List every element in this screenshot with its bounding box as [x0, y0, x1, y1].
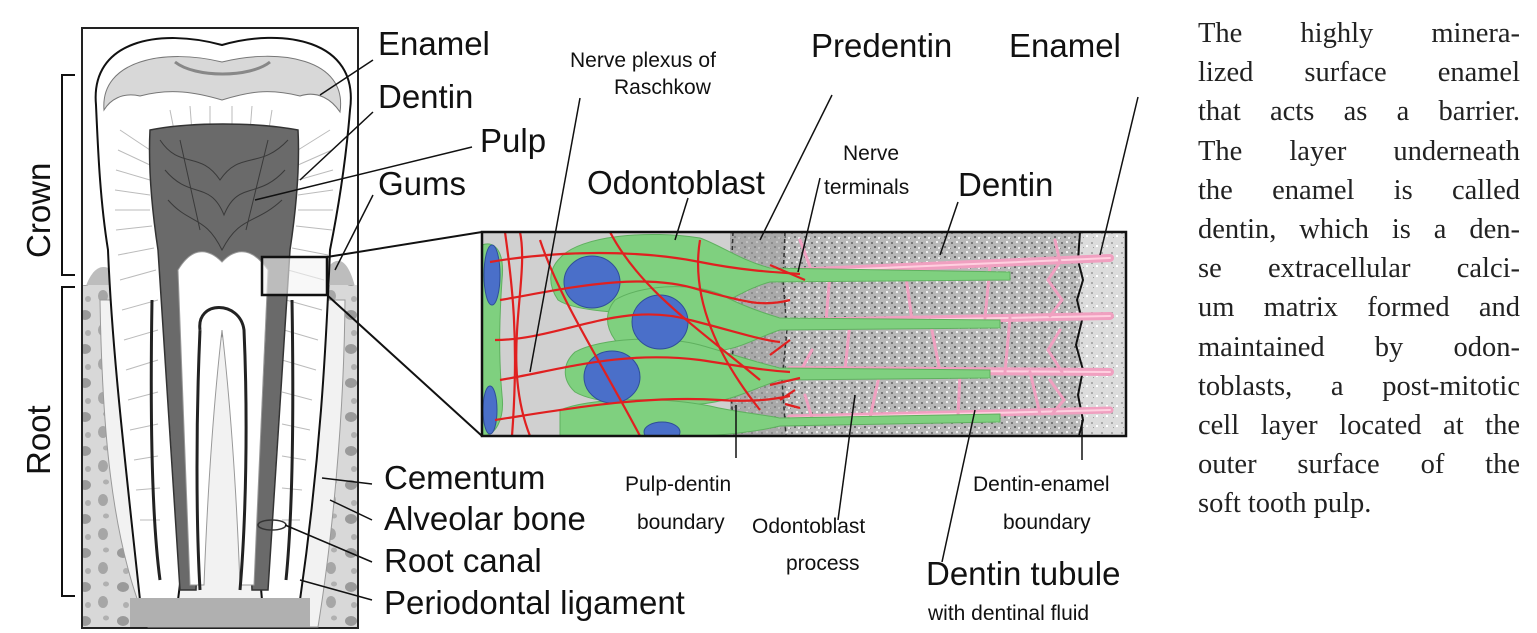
paragraph-line: lized surface enamel: [1198, 53, 1520, 92]
root-label: Root: [20, 405, 57, 475]
description-paragraph: The highly minera- lized surface enamel …: [1198, 14, 1520, 524]
paragraph-line: maintained by odon-: [1198, 328, 1520, 367]
paragraph-line: dentin, which is a den-: [1198, 210, 1520, 249]
nucleus: [644, 422, 680, 442]
gums-label: Gums: [378, 165, 466, 202]
nerve-plexus-label-line1: Nerve plexus of: [570, 49, 716, 72]
paragraph-line: the enamel is called: [1198, 171, 1520, 210]
pulp-dentin-label-line2: boundary: [637, 511, 725, 534]
root-canal-label: Root canal: [384, 542, 542, 579]
region-brackets: [62, 75, 75, 596]
paragraph-line: The highly minera-: [1198, 14, 1520, 53]
inset-microstructure: [482, 232, 1126, 442]
crown-bracket: [62, 75, 75, 275]
periodontal-ligament-label: Periodontal ligament: [384, 584, 685, 621]
dentin-label: Dentin: [378, 78, 473, 115]
paragraph-line: The layer underneath: [1198, 132, 1520, 171]
predentin-label: Predentin: [811, 27, 952, 64]
paragraph-line: soft tooth pulp.: [1198, 484, 1520, 523]
odontoblast-process-label-line2: process: [786, 552, 860, 575]
pulp-label: Pulp: [480, 122, 546, 159]
crown-label: Crown: [20, 163, 57, 258]
cementum-label: Cementum: [384, 459, 545, 496]
inset-dentin-label: Dentin: [958, 166, 1053, 203]
nucleus: [483, 386, 497, 434]
nerve-plexus-label-line2: Raschkow: [614, 76, 712, 99]
odontoblast-process-label-line1: Odontoblast: [752, 515, 865, 538]
paragraph-line: cell layer located at the: [1198, 406, 1520, 445]
paragraph-line: se extracellular calci-: [1198, 249, 1520, 288]
paragraph-line: that acts as a barrier.: [1198, 92, 1520, 131]
nerve-terminals-label-line1: Nerve: [843, 142, 899, 165]
dentin-enamel-label-line1: Dentin-enamel: [973, 473, 1110, 496]
odontoblast-label: Odontoblast: [587, 164, 765, 201]
nucleus: [632, 295, 688, 349]
dentin-enamel-label-line2: boundary: [1003, 511, 1091, 534]
pulp-dentin-label-line1: Pulp-dentin: [625, 473, 731, 496]
paragraph-line: toblasts, a post-mitotic: [1198, 367, 1520, 406]
dentin-tubule-sub-label: with dentinal fluid: [927, 602, 1089, 625]
nerve-terminals-label-line2: terminals: [824, 176, 909, 199]
nucleus: [484, 245, 500, 305]
tooth-cross-section: [82, 28, 482, 628]
alveolar-bone-label: Alveolar bone: [384, 500, 586, 537]
enamel-label: Enamel: [378, 25, 490, 62]
paragraph-line: um matrix formed and: [1198, 288, 1520, 327]
dentin-tubule-label: Dentin tubule: [926, 555, 1120, 592]
root-bracket: [62, 287, 75, 596]
inset-enamel-label: Enamel: [1009, 27, 1121, 64]
zoom-region-box: [262, 257, 327, 295]
root-base: [130, 598, 310, 627]
paragraph-line: outer surface of the: [1198, 445, 1520, 484]
